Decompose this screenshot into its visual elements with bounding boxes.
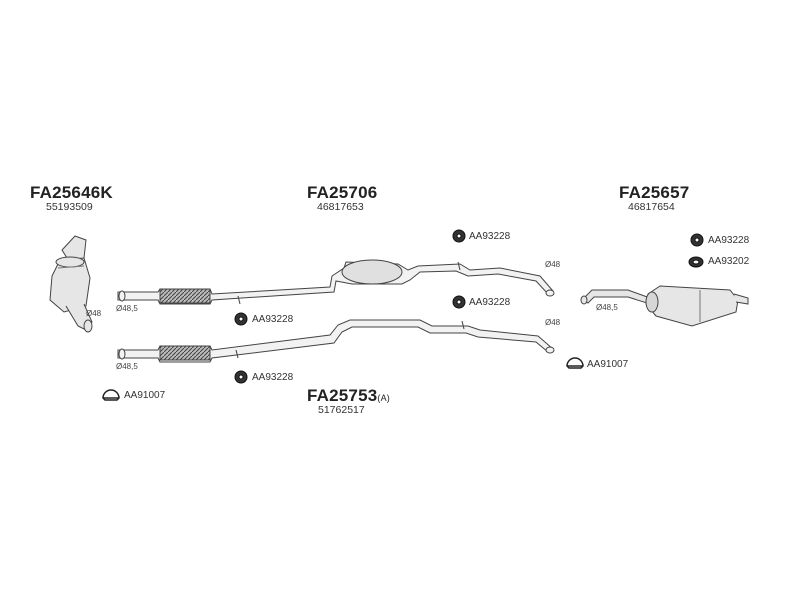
- assembly-code: FA25753(A): [307, 386, 391, 405]
- part-label: AA91007: [124, 390, 166, 401]
- part-label: AA93228: [469, 297, 511, 308]
- diameter-label: Ø48,5: [116, 362, 138, 371]
- clamp-icon: [102, 357, 584, 401]
- intermediate-pipe-lower: [117, 319, 555, 363]
- assembly-number: 46817653: [317, 201, 364, 213]
- part-label: AA93228: [708, 235, 750, 246]
- part-label: AA91007: [587, 359, 629, 370]
- assembly-number: 46817654: [628, 201, 675, 213]
- diameter-label: Ø48,5: [596, 303, 618, 312]
- diameter-label: Ø48,5: [116, 304, 138, 313]
- part-label: AA93228: [252, 372, 294, 383]
- part-label: AA93228: [469, 231, 511, 242]
- catalytic-converter: [49, 235, 93, 333]
- assembly-code: FA25646K: [30, 183, 113, 202]
- part-label: AA93202: [708, 256, 750, 267]
- hanger-icon: [234, 229, 704, 384]
- diameter-label: Ø48: [545, 260, 561, 269]
- diameter-label: Ø48: [86, 309, 102, 318]
- assembly-code: FA25657: [619, 183, 690, 202]
- diameter-label: Ø48: [545, 318, 561, 327]
- assembly-suffix: (A): [377, 393, 391, 403]
- assembly-code: FA25706: [307, 183, 378, 202]
- assembly-number: 51762517: [318, 404, 365, 416]
- rear-silencer: [580, 285, 749, 327]
- part-label: AA93228: [252, 314, 294, 325]
- assembly-number: 55193509: [46, 201, 93, 213]
- intermediate-pipe-upper: [117, 259, 555, 305]
